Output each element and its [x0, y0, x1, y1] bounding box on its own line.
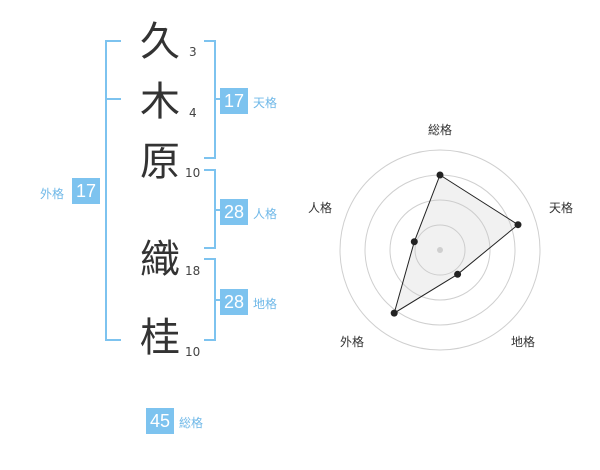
- jinkaku-bracket: [204, 169, 216, 249]
- jinkaku-badge: 28: [220, 199, 248, 225]
- stroke-count-3: 10: [185, 166, 201, 180]
- name-char-1: 久: [140, 19, 180, 65]
- chikaku-label: 地格: [253, 297, 278, 311]
- radar-ring: [339, 149, 541, 351]
- radar-ring: [414, 224, 466, 276]
- chikaku-bracket: [204, 258, 216, 341]
- name-char-3: 原: [140, 139, 180, 185]
- soukaku-badge: 45: [146, 408, 174, 434]
- radar-axis-label-chikaku: 地格: [511, 335, 536, 349]
- radar-chart: [339, 149, 541, 351]
- stroke-count-2: 4: [189, 106, 197, 120]
- radar-axis-label-soukaku: 総格: [428, 123, 453, 137]
- jinkaku-label: 人格: [253, 207, 278, 221]
- soukaku-label: 総格: [179, 416, 204, 430]
- radar-ring: [389, 199, 491, 301]
- gaikaku-bracket: [105, 40, 121, 341]
- gaikaku-badge: 17: [72, 178, 100, 204]
- radar-point: [390, 309, 398, 317]
- radar-point: [436, 171, 444, 179]
- radar-axis-label-gaikaku: 外格: [340, 335, 365, 349]
- name-char-2: 木: [140, 79, 180, 125]
- name-char-5: 桂: [140, 315, 180, 361]
- radar-point: [514, 221, 522, 229]
- stroke-count-4: 18: [185, 264, 201, 278]
- gaikaku-label: 外格: [40, 187, 65, 201]
- radar-series-polygon: [393, 174, 519, 315]
- radar-point: [410, 238, 418, 246]
- radar-point: [454, 270, 462, 278]
- tenkaku-bracket: [204, 40, 216, 159]
- stroke-count-1: 3: [189, 45, 197, 59]
- tenkaku-label: 天格: [253, 96, 278, 110]
- radar-axis-label-tenkaku: 天格: [549, 201, 574, 215]
- radar-axis-label-jinkaku: 人格: [308, 201, 333, 215]
- gaikaku-bracket-tick: [105, 98, 121, 100]
- chikaku-badge: 28: [220, 289, 248, 315]
- stroke-count-5: 10: [185, 345, 201, 359]
- tenkaku-badge: 17: [220, 88, 248, 114]
- radar-center-dot: [437, 247, 443, 253]
- name-char-4: 織: [140, 237, 180, 283]
